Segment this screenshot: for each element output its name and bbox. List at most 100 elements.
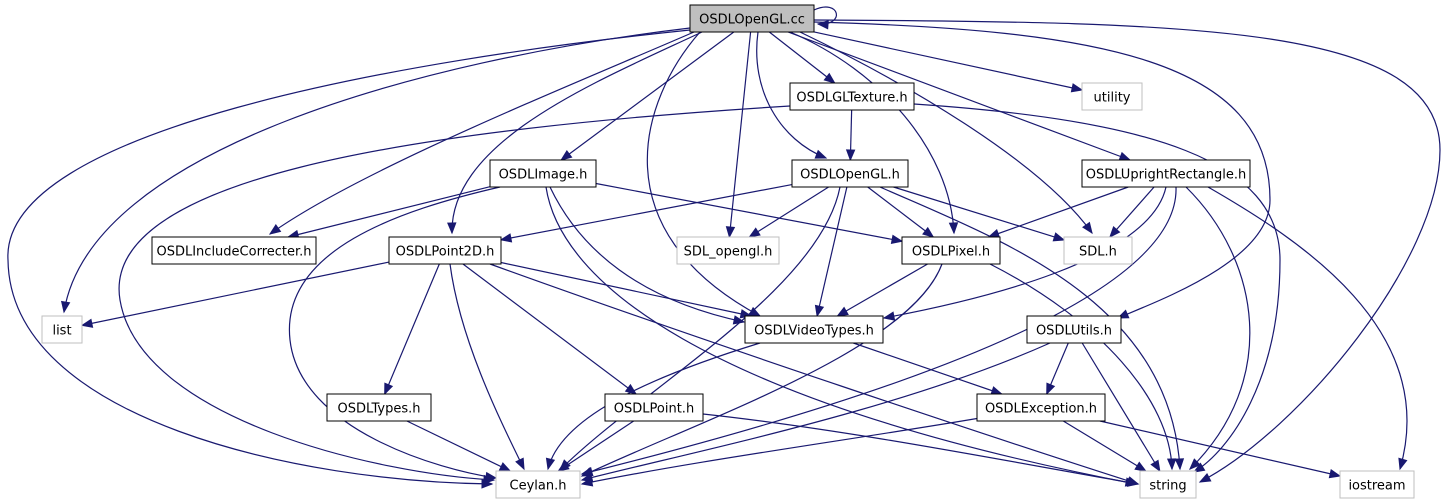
edge-pixel-to-string [989, 263, 1177, 471]
node-utils[interactable]: OSDLUtils.h [1026, 315, 1122, 344]
edge-gltex-to-string [913, 103, 1281, 473]
edge-point2d-to-types-line [384, 263, 440, 395]
edge-image-to-incl [286, 186, 491, 240]
edge-root-to-vtypes-arrowhead [748, 306, 762, 317]
edge-upright-to-ceylan-line [581, 186, 1177, 475]
edge-point-to-string [702, 413, 1140, 487]
node-ceylan: Ceylan.h [495, 470, 581, 499]
edge-root-to-image-line [560, 31, 735, 161]
edge-pixel-to-ceylan-line [581, 263, 943, 477]
edge-pixel-to-vtypes [836, 263, 928, 317]
node-vtypes[interactable]: OSDLVideoTypes.h [744, 315, 884, 344]
node-upright-box [1081, 159, 1251, 188]
node-image-box [489, 159, 597, 188]
edge-vtypes-to-exc [853, 342, 1003, 396]
node-opengl-label: OSDLOpenGL.h [800, 168, 900, 183]
edge-upright-to-vtypes-line [883, 186, 1167, 319]
node-types-label: OSDLTypes.h [338, 402, 421, 417]
node-opengl[interactable]: OSDLOpenGL.h [791, 159, 909, 188]
node-exc-box [976, 393, 1106, 422]
edge-exc-to-string [1062, 420, 1147, 472]
edge-opengl-to-point2d-arrowhead [499, 233, 513, 243]
edge-upright-to-iostream-line [1207, 186, 1408, 470]
edge-root-to-sdl-arrowhead [1082, 221, 1093, 235]
edge-point2d-to-string-line [489, 263, 1139, 485]
edge-root-to-vtypes [646, 31, 762, 317]
edge-root-to-utils-line [813, 21, 1271, 319]
node-utility-label: utility [1094, 91, 1131, 106]
edge-opengl-to-point2d [499, 183, 793, 243]
edge-opengl-to-sdl-arrowhead [1052, 232, 1066, 242]
node-list: list [41, 315, 83, 344]
node-image[interactable]: OSDLImage.h [489, 159, 597, 188]
edge-root-to-point2d-arrowhead [447, 222, 457, 235]
edge-gltex-to-string-arrowhead [1192, 462, 1206, 473]
edge-utils-to-exc [1046, 342, 1069, 396]
edge-root-to-opengl [756, 31, 828, 159]
edge-opengl-to-sdlgl-arrowhead [748, 227, 761, 238]
node-incl[interactable]: OSDLIncludeCorrecter.h [151, 236, 317, 265]
edge-opengl-to-pixel-line [867, 186, 934, 238]
edge-pixel-to-string-arrowhead [1166, 458, 1177, 471]
edge-types-to-ceylan-arrowhead [498, 462, 512, 472]
edge-vtypes-to-exc-line [853, 342, 1002, 395]
node-gltex[interactable]: OSDLGLTexture.h [789, 82, 915, 111]
node-point[interactable]: OSDLPoint.h [604, 393, 704, 422]
node-vtypes-box [744, 315, 884, 344]
edge-opengl-to-sdl [893, 186, 1066, 242]
edge-image-to-ceylan-line [288, 186, 501, 479]
edge-image-to-vtypes-line [549, 186, 745, 323]
node-pixel[interactable]: OSDLPixel.h [901, 236, 1001, 265]
edge-types-to-ceylan [406, 420, 512, 472]
edge-point-to-ceylan-line [558, 420, 634, 472]
edge-upright-to-string-line [1185, 186, 1251, 470]
edge-gltex-to-string-line [913, 103, 1281, 473]
edge-opengl-to-vtypes-line [816, 186, 848, 317]
edge-image-to-ceylan [288, 186, 501, 482]
node-gltex-box [789, 82, 915, 111]
node-exc[interactable]: OSDLException.h [976, 393, 1106, 422]
node-upright[interactable]: OSDLUprightRectangle.h [1081, 159, 1251, 188]
node-sdlgl: SDL_opengl.h [676, 236, 780, 265]
edge-exc-to-iostream-line [1099, 420, 1341, 477]
edge-point2d-to-types [384, 263, 440, 396]
edge-root-to-gltex-line [768, 31, 836, 84]
node-vtypes-label: OSDLVideoTypes.h [754, 324, 874, 339]
edge-point2d-to-vtypes [500, 261, 753, 319]
edge-utils-to-string-line [1081, 342, 1161, 472]
edge-point2d-to-ceylan-line [449, 263, 525, 470]
node-sdl-label: SDL.h [1079, 245, 1117, 260]
edge-utils-to-string [1081, 342, 1161, 473]
edge-upright-to-vtypes-arrowhead [882, 311, 896, 321]
edge-point-to-string-arrowhead [1126, 477, 1140, 487]
node-point2d[interactable]: OSDLPoint2D.h [388, 236, 502, 265]
edge-image-to-pixel-line [595, 182, 903, 242]
edge-point-to-ceylan [557, 420, 634, 472]
node-types[interactable]: OSDLTypes.h [326, 393, 432, 422]
edge-utils-to-exc-arrowhead [1046, 382, 1056, 396]
edge-point2d-to-ceylan-arrowhead [515, 457, 525, 471]
edge-types-to-ceylan-line [406, 420, 511, 472]
node-image-label: OSDLImage.h [499, 168, 588, 183]
edge-utils-to-ceylan-line [581, 342, 1051, 481]
edge-upright-to-pixel-line [988, 186, 1129, 238]
edge-gltex-to-opengl [845, 109, 856, 162]
edge-exc-to-iostream-arrowhead [1328, 469, 1342, 479]
edge-root-to-sdl [799, 31, 1093, 235]
edge-root-to-ceylan-line [7, 29, 691, 485]
edge-upright-to-string-arrowhead [1189, 458, 1201, 470]
edge-point2d-to-list-arrowhead [80, 318, 94, 328]
edge-point-to-ceylan-arrowhead [557, 461, 570, 472]
edge-vtypes-to-exc-arrowhead [990, 386, 1003, 396]
node-root[interactable]: OSDLOpenGL.cc [689, 4, 815, 33]
edge-upright-to-pixel-arrowhead [987, 228, 1001, 238]
edge-root-to-sdlgl-line [728, 31, 752, 238]
edge-pixel-to-string-line [989, 263, 1173, 470]
edge-image-to-incl-line [288, 186, 491, 238]
edge-point2d-to-types-arrowhead [384, 382, 394, 396]
edge-upright-to-vtypes [882, 186, 1167, 321]
edge-upright-to-string [1185, 186, 1251, 470]
edge-exc-to-ceylan-arrowhead [580, 477, 594, 487]
edge-upright-to-sdl-line [1109, 186, 1155, 238]
edge-root-to-point2d-line [451, 31, 703, 234]
